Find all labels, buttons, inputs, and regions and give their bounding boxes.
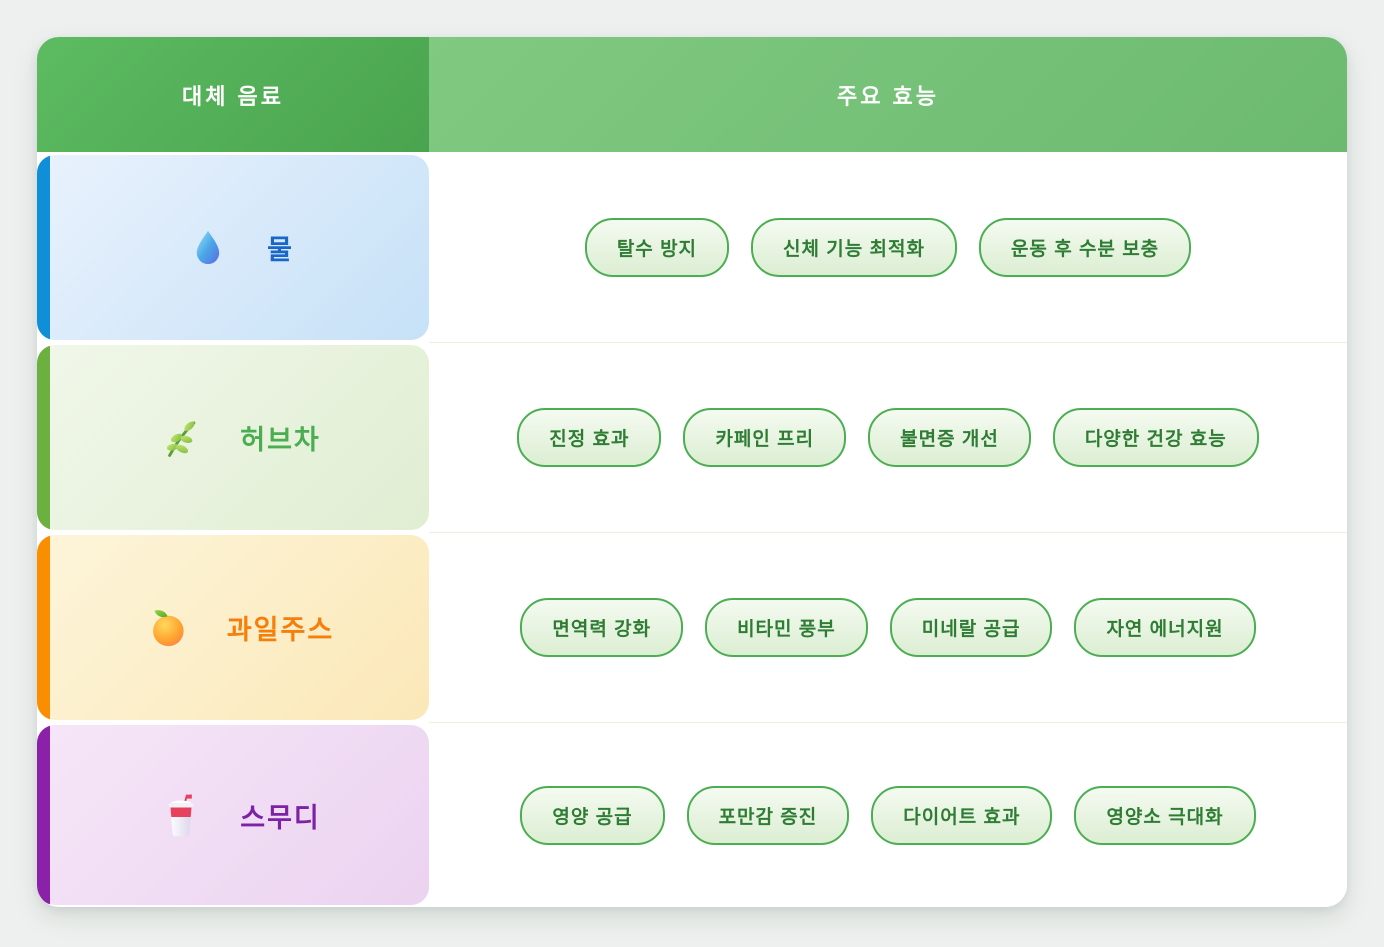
benefit-pill: 영양 공급: [520, 785, 665, 845]
beverage-card: 과일주스: [37, 535, 429, 720]
water-drop-icon: [185, 225, 231, 271]
benefit-pill: 비타민 풍부: [705, 598, 868, 657]
benefit-pill: 영양소 극대화: [1074, 785, 1256, 845]
row-accent-strip: [37, 345, 50, 530]
beverage-label: 과일주스: [50, 535, 429, 720]
benefit-pill: 면역력 강화: [520, 598, 684, 657]
table-row: 과일주스 면역력 강화 비타민 풍부 미네랄 공급 자연 에너지원: [37, 532, 1347, 722]
benefit-pill: 신체 기능 최적화: [751, 217, 957, 277]
benefit-pill: 포만감 증진: [686, 785, 850, 845]
table-header: 대체 음료 주요 효능: [37, 37, 1347, 152]
row-accent-strip: [37, 535, 50, 720]
benefit-pill: 탈수 방지: [584, 217, 730, 277]
row-accent-strip: [37, 725, 50, 905]
benefits-cell: 면역력 강화 비타민 풍부 미네랄 공급 자연 에너지원: [429, 532, 1347, 722]
benefits-cell: 진정 효과 카페인 프리 불면증 개선 다양한 건강 효능: [429, 342, 1347, 532]
row-accent-strip: [37, 155, 50, 340]
column-header-benefits: 주요 효능: [429, 37, 1347, 152]
benefit-pill: 불면증 개선: [868, 408, 1031, 467]
benefit-pill: 자연 에너지원: [1074, 598, 1256, 657]
benefit-pill: 카페인 프리: [683, 408, 847, 467]
beverage-name: 과일주스: [226, 615, 335, 645]
benefit-pill: 다이어트 효과: [871, 785, 1053, 845]
table-row: 스무디 영양 공급 포만감 증진 다이어트 효과 영양소 극대화: [37, 722, 1347, 907]
table-row: 허브차 진정 효과 카페인 프리 불면증 개선 다양한 건강 효능: [37, 342, 1347, 532]
beverage-name: 허브차: [240, 425, 321, 455]
smoothie-cup-icon: [158, 792, 204, 838]
beverage-cell: 과일주스: [37, 532, 429, 722]
table-row: 물 탈수 방지 신체 기능 최적화 운동 후 수분 보충: [37, 152, 1347, 342]
benefit-pill: 다양한 건강 효능: [1052, 408, 1259, 467]
herb-icon: [158, 415, 204, 461]
beverage-cell: 물: [37, 152, 429, 342]
beverage-label: 물: [50, 155, 429, 340]
beverage-cell: 스무디: [37, 722, 429, 907]
benefit-pill: 진정 효과: [517, 408, 662, 467]
beverage-card: 물: [37, 155, 429, 340]
benefit-pill: 운동 후 수분 보충: [978, 217, 1192, 277]
beverage-benefits-table: 대체 음료 주요 효능 물 탈수 방지 신체 기능 최적화 운동 후 수분 보충…: [37, 37, 1347, 907]
benefits-cell: 영양 공급 포만감 증진 다이어트 효과 영양소 극대화: [429, 722, 1347, 907]
orange-icon: [145, 605, 191, 651]
beverage-cell: 허브차: [37, 342, 429, 532]
beverage-name: 스무디: [240, 802, 321, 833]
beverage-card: 스무디: [37, 725, 429, 905]
beverage-label: 허브차: [50, 345, 429, 530]
benefit-pill: 미네랄 공급: [889, 598, 1053, 657]
column-header-beverage: 대체 음료: [37, 37, 429, 152]
beverage-card: 허브차: [37, 345, 429, 530]
beverage-name: 물: [267, 235, 294, 265]
beverage-label: 스무디: [50, 725, 429, 905]
table-body: 물 탈수 방지 신체 기능 최적화 운동 후 수분 보충 허브차 진정 효과 카…: [37, 152, 1347, 907]
benefits-cell: 탈수 방지 신체 기능 최적화 운동 후 수분 보충: [429, 152, 1347, 342]
